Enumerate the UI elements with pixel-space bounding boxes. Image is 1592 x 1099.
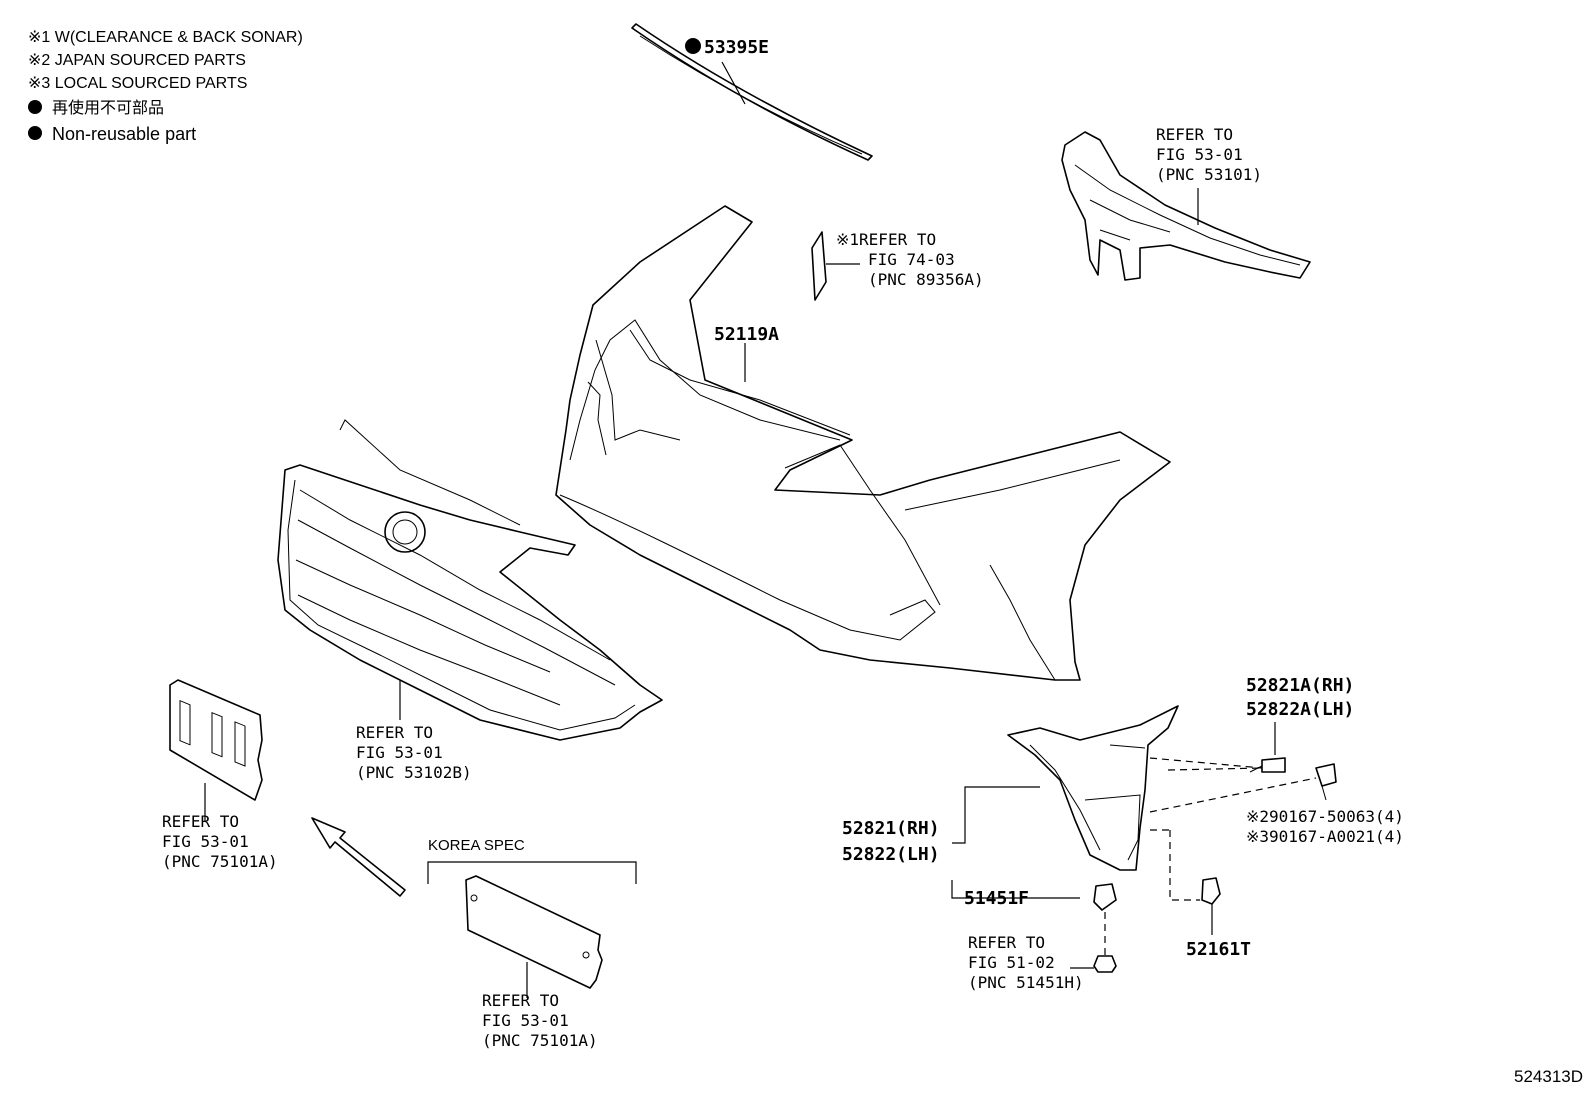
ref-korea-plate-line1: REFER TO: [482, 991, 559, 1010]
part-number-52821[interactable]: 52821(RH): [842, 818, 940, 839]
screw-set[interactable]: ※290167-50063(4) ※390167-A0021(4): [1149, 757, 1404, 901]
ref-plate-bracket-line1: REFER TO: [162, 812, 239, 831]
ref-plate-bracket-line2: FIG 53-01: [162, 832, 249, 851]
korea-spec-plate[interactable]: KOREA SPEC REFER TO FIG 53-01 (PNC 75101…: [427, 837, 637, 1050]
nonreusable-dot-icon: [28, 126, 42, 140]
legend-note-1: ※1 W(CLEARANCE & BACK SONAR): [28, 29, 303, 46]
part-number-52821A[interactable]: 52821A(RH): [1246, 675, 1354, 696]
lamp-cover-upper-labels: 52821A(RH) 52822A(LH): [1246, 675, 1354, 755]
direction-arrow-icon: [311, 817, 406, 897]
ref-sonar-line1: ※1REFER TO: [836, 230, 936, 249]
part-number-52822A[interactable]: 52822A(LH): [1246, 699, 1354, 720]
screw-part-local[interactable]: ※390167-A0021(4): [1246, 827, 1404, 846]
ref-plate-bracket-line3: (PNC 75101A): [162, 852, 278, 871]
molding-53395E[interactable]: 53395E: [631, 23, 873, 161]
ref-grille-line2: FIG 53-01: [356, 743, 443, 762]
license-plate-bracket[interactable]: REFER TO FIG 53-01 (PNC 75101A): [162, 679, 278, 871]
legend: ※1 W(CLEARANCE & BACK SONAR) ※2 JAPAN SO…: [28, 29, 303, 144]
retainer-51451F[interactable]: 51451F REFER TO FIG 51-02 (PNC 51451H): [951, 880, 1117, 992]
ref-korea-plate-line2: FIG 53-01: [482, 1011, 569, 1030]
part-number-52822[interactable]: 52822(LH): [842, 844, 940, 865]
ref-grille-line3: (PNC 53102B): [356, 763, 472, 782]
legend-note-3: ※3 LOCAL SOURCED PARTS: [28, 75, 247, 92]
legend-nonreusable-jp: 再使用不可部品: [52, 99, 164, 117]
part-number-53395E[interactable]: 53395E: [704, 37, 769, 58]
ref-korea-plate-line3: (PNC 75101A): [482, 1031, 598, 1050]
ref-sonar-line3: (PNC 89356A): [868, 270, 984, 289]
ref-retainer-line3: (PNC 51451H): [968, 973, 1084, 992]
nonreusable-dot-icon: [28, 100, 42, 114]
screw-part-jp[interactable]: ※290167-50063(4): [1246, 807, 1404, 826]
radiator-grille[interactable]: REFER TO FIG 53-01 (PNC 53102B): [277, 419, 663, 782]
ref-reinforcement-line3: (PNC 53101): [1156, 165, 1262, 184]
legend-note-2: ※2 JAPAN SOURCED PARTS: [28, 52, 246, 69]
emblem-mount: [384, 511, 426, 553]
ref-grille-line1: REFER TO: [356, 723, 433, 742]
clip-52161T[interactable]: 52161T: [1186, 877, 1251, 960]
front-bumper-cover[interactable]: 52119A: [555, 205, 1171, 681]
part-number-51451F[interactable]: 51451F: [964, 888, 1029, 909]
figure-id: 524313D: [1514, 1067, 1583, 1086]
nonreusable-dot-icon: [685, 38, 701, 54]
korea-spec-label: KOREA SPEC: [428, 837, 525, 854]
bumper-reinforcement[interactable]: REFER TO FIG 53-01 (PNC 53101): [1061, 125, 1311, 281]
fog-lamp-cover[interactable]: 52821(RH) 52822(LH): [842, 705, 1179, 871]
ref-retainer-line1: REFER TO: [968, 933, 1045, 952]
sonar-reference[interactable]: ※1REFER TO FIG 74-03 (PNC 89356A): [811, 230, 984, 301]
ref-reinforcement-line1: REFER TO: [1156, 125, 1233, 144]
ref-reinforcement-line2: FIG 53-01: [1156, 145, 1243, 164]
part-number-52119A[interactable]: 52119A: [714, 324, 779, 345]
ref-sonar-line2: FIG 74-03: [868, 250, 955, 269]
legend-nonreusable-en: Non-reusable part: [52, 124, 196, 144]
ref-retainer-line2: FIG 51-02: [968, 953, 1055, 972]
part-number-52161T[interactable]: 52161T: [1186, 939, 1251, 960]
